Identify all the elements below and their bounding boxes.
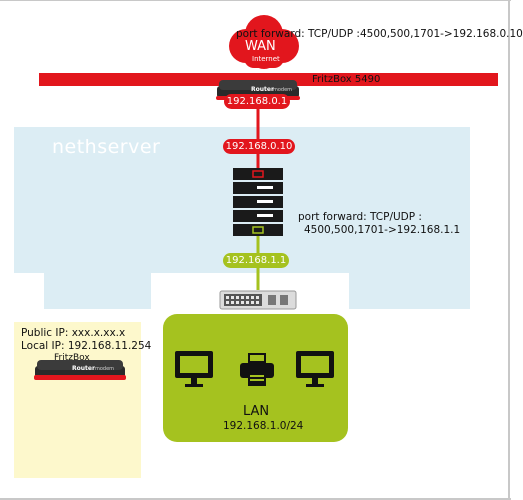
router-brand-remote: Router — [72, 365, 95, 372]
switch-icon — [219, 290, 297, 310]
remote-device-name: FritzBox — [54, 353, 90, 363]
wan-bar — [39, 73, 498, 86]
nethserver-lan-ip-badge: 192.168.1.1 — [223, 253, 289, 268]
frame-right-line — [508, 0, 510, 500]
nethserver-label: nethserver — [52, 136, 161, 158]
nethserver-port-forward-label: port forward: TCP/UDP : — [298, 211, 422, 223]
wan-title: WAN — [245, 39, 276, 54]
lan-subnet: 192.168.1.0/24 — [223, 420, 304, 432]
wan-port-forward-label: port forward: TCP/UDP :4500,500,1701->19… — [236, 28, 523, 40]
router-mode-top: modem — [273, 87, 293, 93]
remote-local-ip: Local IP: 192.168.11.254 — [21, 340, 152, 352]
fritzbox-top-name: FritzBox 5490 — [312, 74, 381, 85]
remote-public-ip: Public IP: xxx.x.xx.x — [21, 327, 126, 339]
remote-site-zone — [14, 322, 141, 478]
router-brand-top: Router — [251, 86, 274, 93]
wan-subtitle: Internet — [252, 55, 280, 63]
nethserver-wan-ip-badge: 192.168.0.10 — [223, 139, 295, 154]
nethserver-port-forward-rule: 4500,500,1701->192.168.1.1 — [304, 224, 461, 236]
server-icon — [233, 168, 283, 236]
monitor-icon — [175, 351, 213, 387]
router-icon — [34, 360, 126, 380]
printer-icon — [240, 353, 274, 386]
monitor-icon — [296, 351, 334, 387]
router-mode-remote: modem — [95, 366, 115, 372]
frame-bottom-line — [0, 498, 511, 500]
lan-title: LAN — [243, 404, 270, 419]
cloud-icon — [229, 15, 299, 69]
fritzbox-ip-badge: 192.168.0.1 — [224, 94, 290, 109]
frame-top-line — [0, 0, 511, 1]
